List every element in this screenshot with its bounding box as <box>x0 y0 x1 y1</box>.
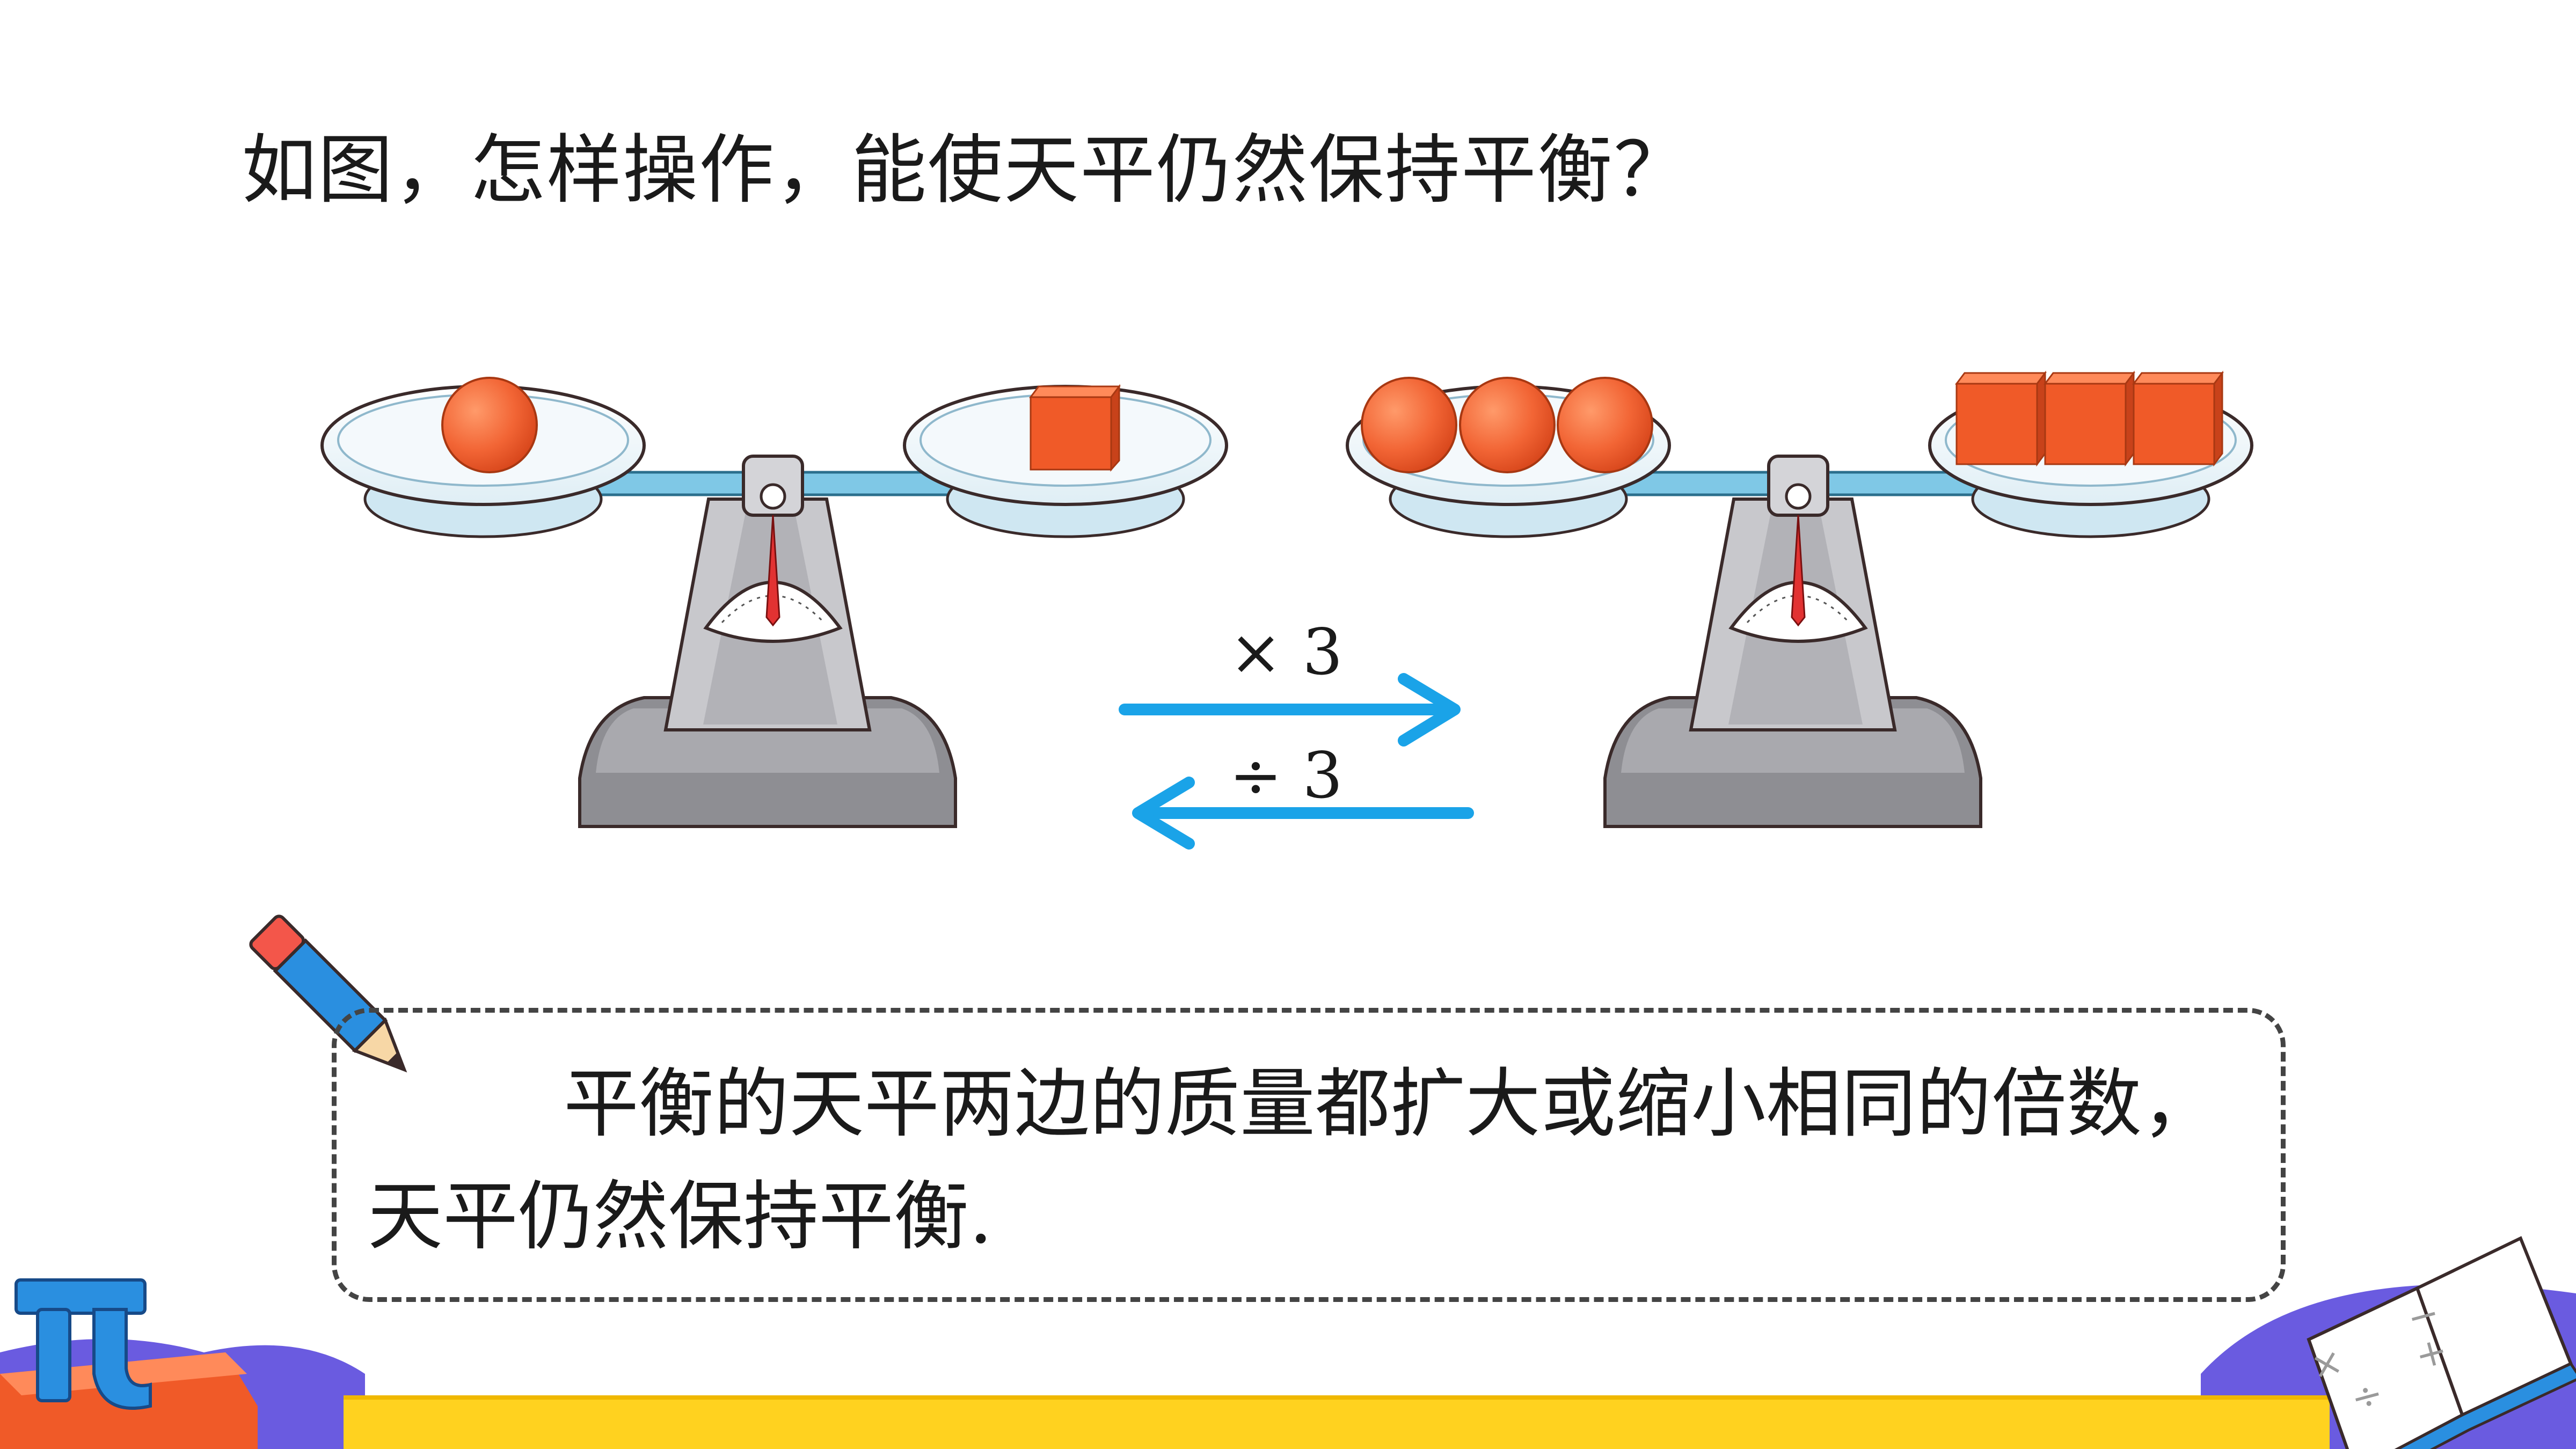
cube <box>1029 384 1121 472</box>
footer-decoration <box>0 1284 2576 1449</box>
pi-icon <box>14 1278 152 1410</box>
ball <box>1557 377 1653 473</box>
divide-label: ÷ 3 <box>1229 738 1343 813</box>
cube <box>2044 370 2135 467</box>
cube <box>2132 370 2224 467</box>
divide-arrow <box>1132 777 1474 850</box>
note-line-2: 天平仍然保持平衡. <box>368 1173 993 1261</box>
multiply-label: × 3 <box>1229 615 1343 689</box>
three-cubes <box>1955 370 2224 467</box>
ball <box>1361 377 1457 473</box>
book-icon <box>2307 1236 2576 1449</box>
three-balls <box>1361 377 1653 473</box>
multiply-arrow <box>1119 673 1461 747</box>
ball <box>1459 377 1556 473</box>
left-balance-scale <box>320 377 1228 826</box>
note-box <box>332 1008 2286 1302</box>
cube <box>1955 370 2047 467</box>
note-line-1: 平衡的天平两边的质量都扩大或缩小相同的倍数， <box>564 1060 2217 1148</box>
question-title: 如图，怎样操作，能使天平仍然保持平衡？ <box>242 127 1690 214</box>
ball <box>441 377 538 473</box>
